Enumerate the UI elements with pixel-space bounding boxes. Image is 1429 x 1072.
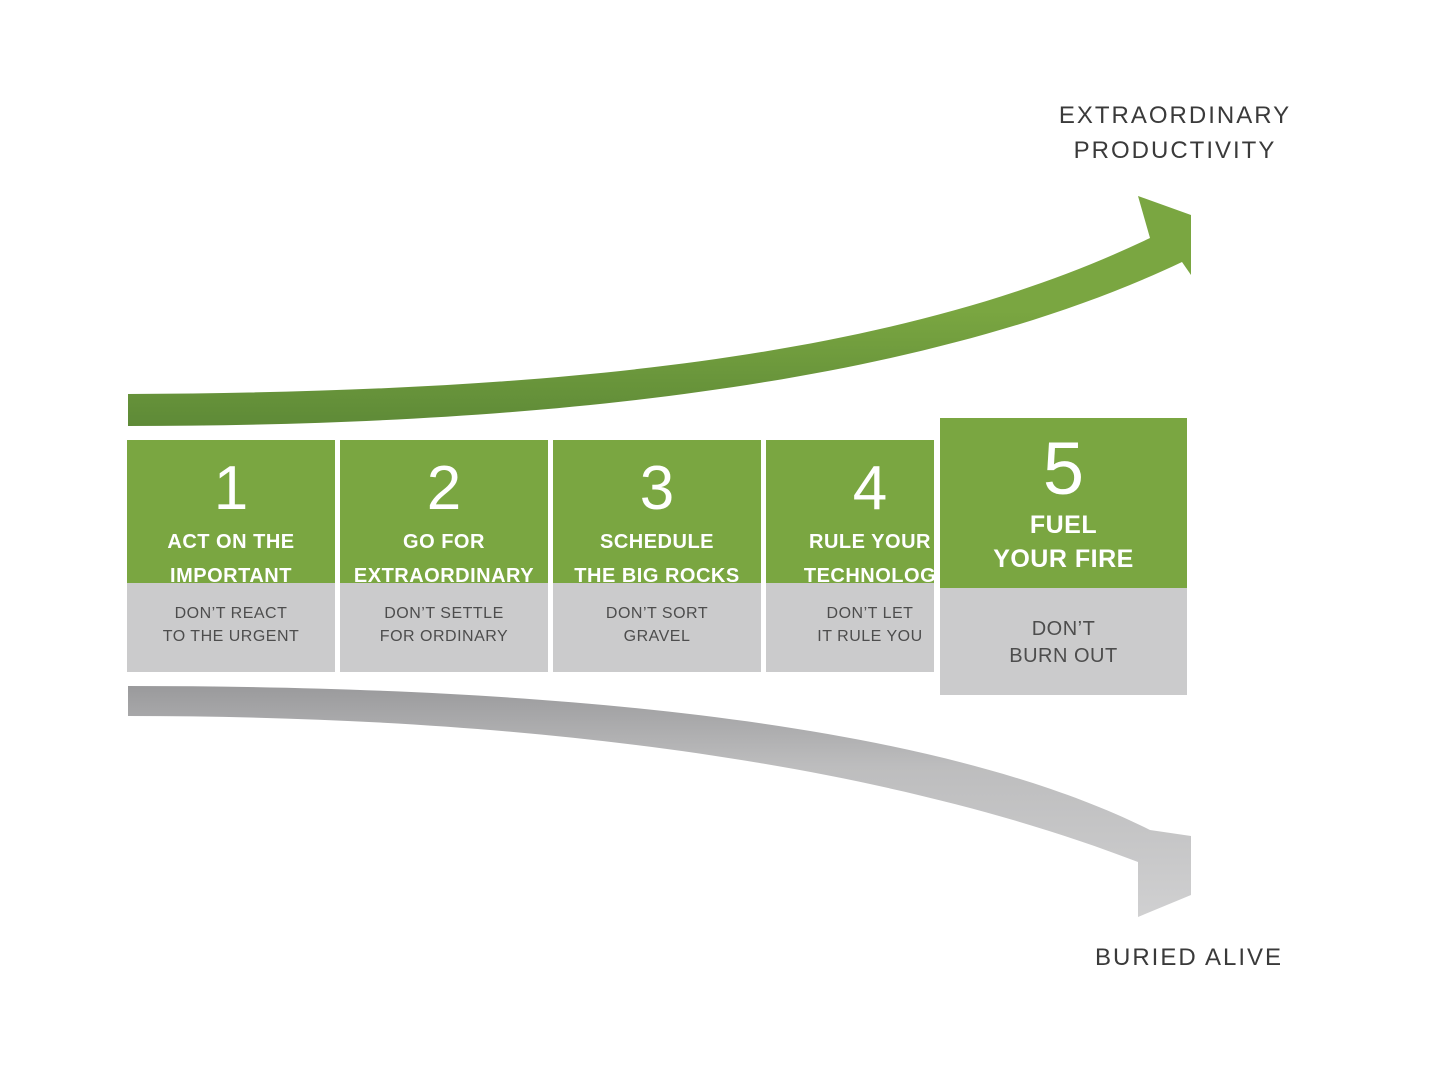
top-label-line2: PRODUCTIVITY xyxy=(1073,137,1277,164)
step-5-sub-line2: BURN OUT xyxy=(1009,645,1118,667)
step-1-sub-line1: DON’T REACT xyxy=(174,605,288,622)
step-3-subtitle: DON’T SORT GRAVEL xyxy=(553,583,761,672)
extraordinary-productivity-label: EXTRAORDINARY PRODUCTIVITY xyxy=(1040,98,1310,168)
step-5-number: 5 xyxy=(1042,427,1085,510)
step-4-subtitle: DON’T LET IT RULE YOU xyxy=(766,583,934,672)
step-2: 2 GO FOR EXTRAORDINARY DON’T SETTLE FOR … xyxy=(340,440,548,672)
step-5-title-line1: FUEL xyxy=(1029,511,1098,539)
step-3-title-line1: SCHEDULE xyxy=(599,531,714,553)
step-3-sub-line1: DON’T SORT xyxy=(605,605,709,622)
step-1-header: 1 ACT ON THE IMPORTANT xyxy=(127,440,335,587)
step-5: 5 FUEL YOUR FIRE DON’T BURN OUT xyxy=(940,418,1187,695)
top-label-line1: EXTRAORDINARY xyxy=(1058,102,1292,129)
step-3-sub-line2: GRAVEL xyxy=(623,628,691,645)
step-1-title-line1: ACT ON THE xyxy=(167,531,295,553)
step-2-title-line2: EXTRAORDINARY xyxy=(353,565,535,587)
step-3-title-line2: THE BIG ROCKS xyxy=(574,565,740,587)
step-4-header: 4 RULE YOUR TECHNOLOG xyxy=(766,440,934,587)
step-5-sub-line1: DON’T xyxy=(1031,618,1096,640)
step-5-title-line2: YOUR FIRE xyxy=(993,545,1134,573)
step-3-header: 3 SCHEDULE THE BIG ROCKS xyxy=(553,440,761,587)
step-2-subtitle: DON’T SETTLE FOR ORDINARY xyxy=(340,583,548,672)
step-4-number: 4 xyxy=(852,454,888,523)
step-2-sub-line2: FOR ORDINARY xyxy=(379,628,509,645)
up-arrow xyxy=(128,196,1191,426)
step-4-sub-line1: DON’T LET xyxy=(826,605,914,622)
step-1-subtitle: DON’T REACT TO THE URGENT xyxy=(127,583,335,672)
step-4-sub-line2: IT RULE YOU xyxy=(817,628,923,645)
step-2-sub-line1: DON’T SETTLE xyxy=(384,605,504,622)
step-2-number: 2 xyxy=(426,454,462,523)
step-4-title-line1: RULE YOUR xyxy=(809,531,931,553)
step-4: 4 RULE YOUR TECHNOLOG DON’T LET IT RULE … xyxy=(766,440,934,672)
step-1-title-line2: IMPORTANT xyxy=(170,565,292,587)
step-5-header: 5 FUEL YOUR FIRE xyxy=(940,418,1187,588)
step-4-title-line2: TECHNOLOG xyxy=(803,565,934,587)
step-3: 3 SCHEDULE THE BIG ROCKS DON’T SORT GRAV… xyxy=(553,440,761,672)
step-2-title-line1: GO FOR xyxy=(403,531,485,553)
buried-alive-label: BURIED ALIVE xyxy=(1095,944,1284,971)
step-1-sub-line2: TO THE URGENT xyxy=(162,628,300,645)
down-arrow xyxy=(128,686,1191,917)
step-2-header: 2 GO FOR EXTRAORDINARY xyxy=(340,440,548,587)
step-3-number: 3 xyxy=(639,454,675,523)
step-1-number: 1 xyxy=(213,454,249,523)
step-1: 1 ACT ON THE IMPORTANT DON’T REACT TO TH… xyxy=(127,440,335,672)
step-5-subtitle: DON’T BURN OUT xyxy=(940,588,1187,695)
